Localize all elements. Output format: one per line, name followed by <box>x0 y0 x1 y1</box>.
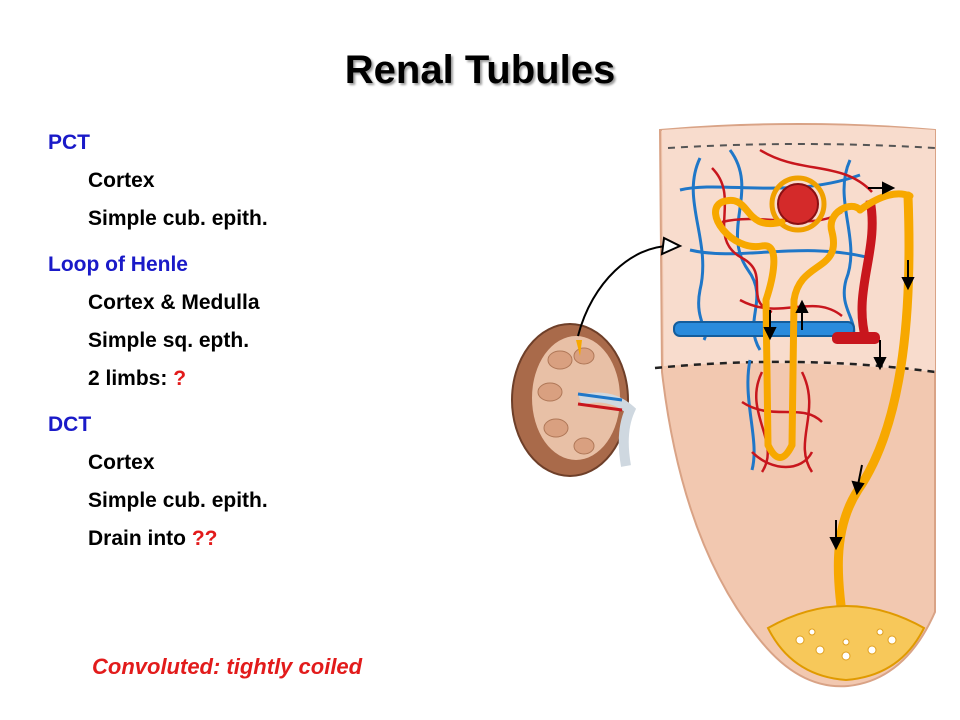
arcuate-artery <box>832 332 880 344</box>
dct-drainage: Drain into ?? <box>48 524 488 562</box>
kidney-pyramid-highlight <box>576 340 582 356</box>
proximal-convoluted-tubule <box>712 196 786 304</box>
pct-epithelium: Simple cub. epith. <box>88 207 268 230</box>
pct-location: Cortex <box>88 169 155 192</box>
renal-artery <box>577 402 623 412</box>
connecting-tubule <box>856 190 914 214</box>
kidney-pyramids <box>537 347 595 455</box>
loop-descending-limb <box>762 296 772 449</box>
bowman-capsule <box>769 175 827 233</box>
top-boundary-line <box>667 143 936 149</box>
footnote: Convoluted: tightly coiled <box>92 654 363 679</box>
loop-limbs: 2 limbs: ? <box>48 364 488 402</box>
distal-convoluted-tubule <box>790 202 864 304</box>
loop-limbs-text: 2 limbs: <box>88 367 174 390</box>
magnification-arrow <box>577 245 671 337</box>
renal-vein <box>577 392 623 402</box>
slide-title: Renal Tubules <box>344 48 616 92</box>
loop-epithelium: Simple sq. epth. <box>88 329 250 352</box>
notes-list: PCT Cortex Simple cub. epith. Loop of He… <box>48 128 488 562</box>
section-heading-pct: PCT <box>48 131 90 154</box>
loop-ascending-limb <box>788 296 798 449</box>
section-heading-loop-of-henle: Loop of Henle <box>48 253 188 276</box>
magnification-arrowhead <box>660 236 683 256</box>
flow-arrow-5 <box>857 464 863 486</box>
glomerulus <box>777 183 819 225</box>
dct-drainage-text: Drain into <box>88 527 192 550</box>
flow-arrows <box>763 181 915 551</box>
papilla-openings <box>795 628 897 661</box>
loop-bend <box>764 441 796 461</box>
dct-drainage-question-mark: ?? <box>191 527 218 550</box>
loop-location: Cortex & Medulla <box>88 291 260 314</box>
dct-location: Cortex <box>88 451 155 474</box>
interlobular-artery <box>857 199 877 342</box>
section-heading-dct: DCT <box>48 413 92 436</box>
dct-epithelium: Simple cub. epith. <box>88 489 268 512</box>
loop-limbs-question-mark: ? <box>173 367 187 390</box>
